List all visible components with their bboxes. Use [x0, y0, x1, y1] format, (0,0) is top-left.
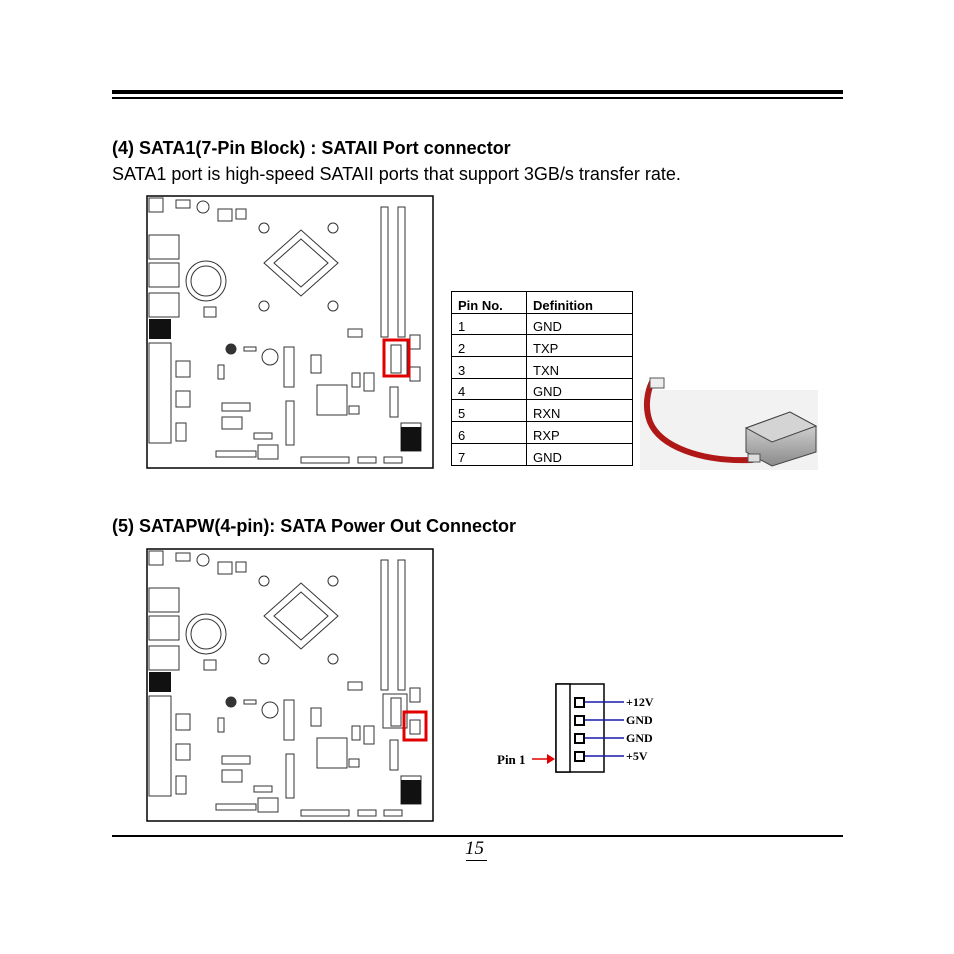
pin-label-12v: +12V — [626, 695, 654, 709]
motherboard-diagram-satapw — [146, 548, 434, 822]
pin1-arrow-icon — [532, 754, 555, 764]
pin1-label: Pin 1 — [497, 752, 526, 767]
pin-definition: GND — [526, 312, 633, 336]
pin-label-gnd-2: GND — [626, 731, 653, 745]
pin-number: 1 — [451, 312, 527, 336]
pin-number: 4 — [451, 377, 527, 401]
pin-definition: RXP — [526, 421, 633, 444]
pin-definition: RXN — [526, 399, 633, 423]
sata-cable-drive-image — [640, 377, 818, 470]
header-rule-thin — [112, 97, 843, 99]
pin-definition: GND — [526, 442, 633, 466]
section4-description: SATA1 port is high-speed SATAII ports th… — [112, 164, 681, 184]
pin-number: 2 — [451, 334, 527, 358]
section4-heading: (4) SATA1(7-Pin Block) : SATAII Port con… — [112, 138, 511, 158]
pin-label-gnd-1: GND — [626, 713, 653, 727]
pin-number: 5 — [451, 399, 527, 423]
section5-heading: (5) SATAPW(4-pin): SATA Power Out Connec… — [112, 516, 516, 536]
pin-definition: TXN — [526, 356, 633, 379]
page-number: 15 — [465, 838, 484, 859]
pin-label-5v: +5V — [626, 749, 648, 763]
pin-number: 6 — [451, 421, 527, 444]
footer-rule — [112, 835, 843, 837]
header-rule-thick — [112, 90, 843, 94]
pin-number: 7 — [451, 442, 527, 466]
pin-definition: TXP — [526, 334, 633, 358]
page-number-underline — [466, 860, 487, 861]
definition-header: Definition — [526, 291, 633, 314]
pin-table-header-row: Pin No. Definition — [451, 291, 633, 314]
pin-number: 3 — [451, 356, 527, 379]
satapw-pinout-diagram: +12V GND GND +5V Pin 1 — [497, 683, 654, 773]
pin-no-header: Pin No. — [451, 291, 527, 314]
pin-definition: GND — [526, 377, 633, 401]
motherboard-diagram-sata1 — [146, 195, 434, 469]
